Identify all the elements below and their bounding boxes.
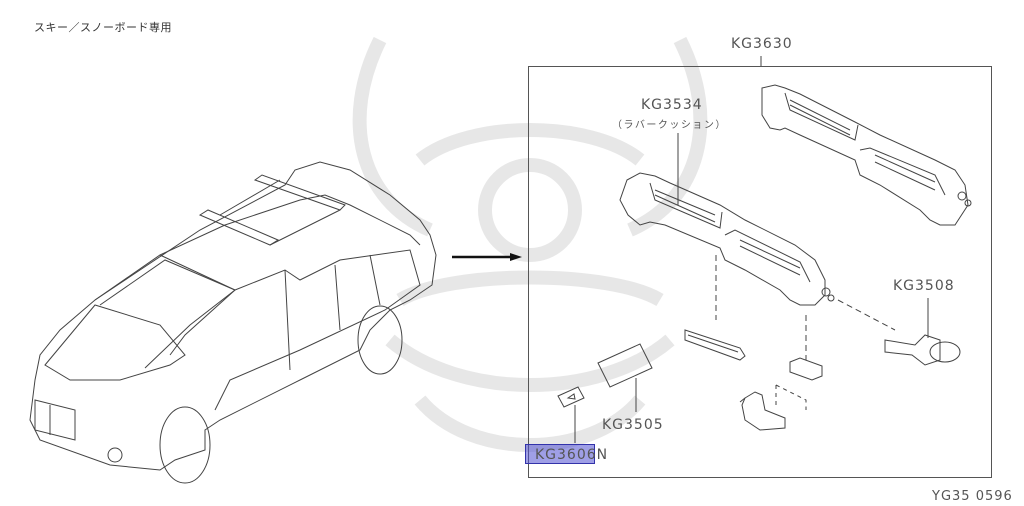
lower-rack-bar (619, 172, 835, 306)
parts-frame (528, 66, 992, 478)
part-description-rubber-cushion: （ラバークッション） (612, 120, 727, 131)
selection-highlight (525, 444, 595, 464)
diagram-caption: スキー／スノーボード専用 (34, 21, 172, 34)
figure-id: YG35 0596 (932, 489, 1013, 504)
part-label-kg3505[interactable]: KG3505 (602, 417, 664, 433)
part-label-kg3630[interactable]: KG3630 (731, 36, 793, 52)
part-label-kg3534[interactable]: KG3534 (641, 97, 703, 113)
part-label-kg3508[interactable]: KG3508 (893, 278, 955, 294)
part-label-kg3606n[interactable]: KG3606N (535, 447, 609, 463)
upper-rack-bar (761, 84, 972, 226)
